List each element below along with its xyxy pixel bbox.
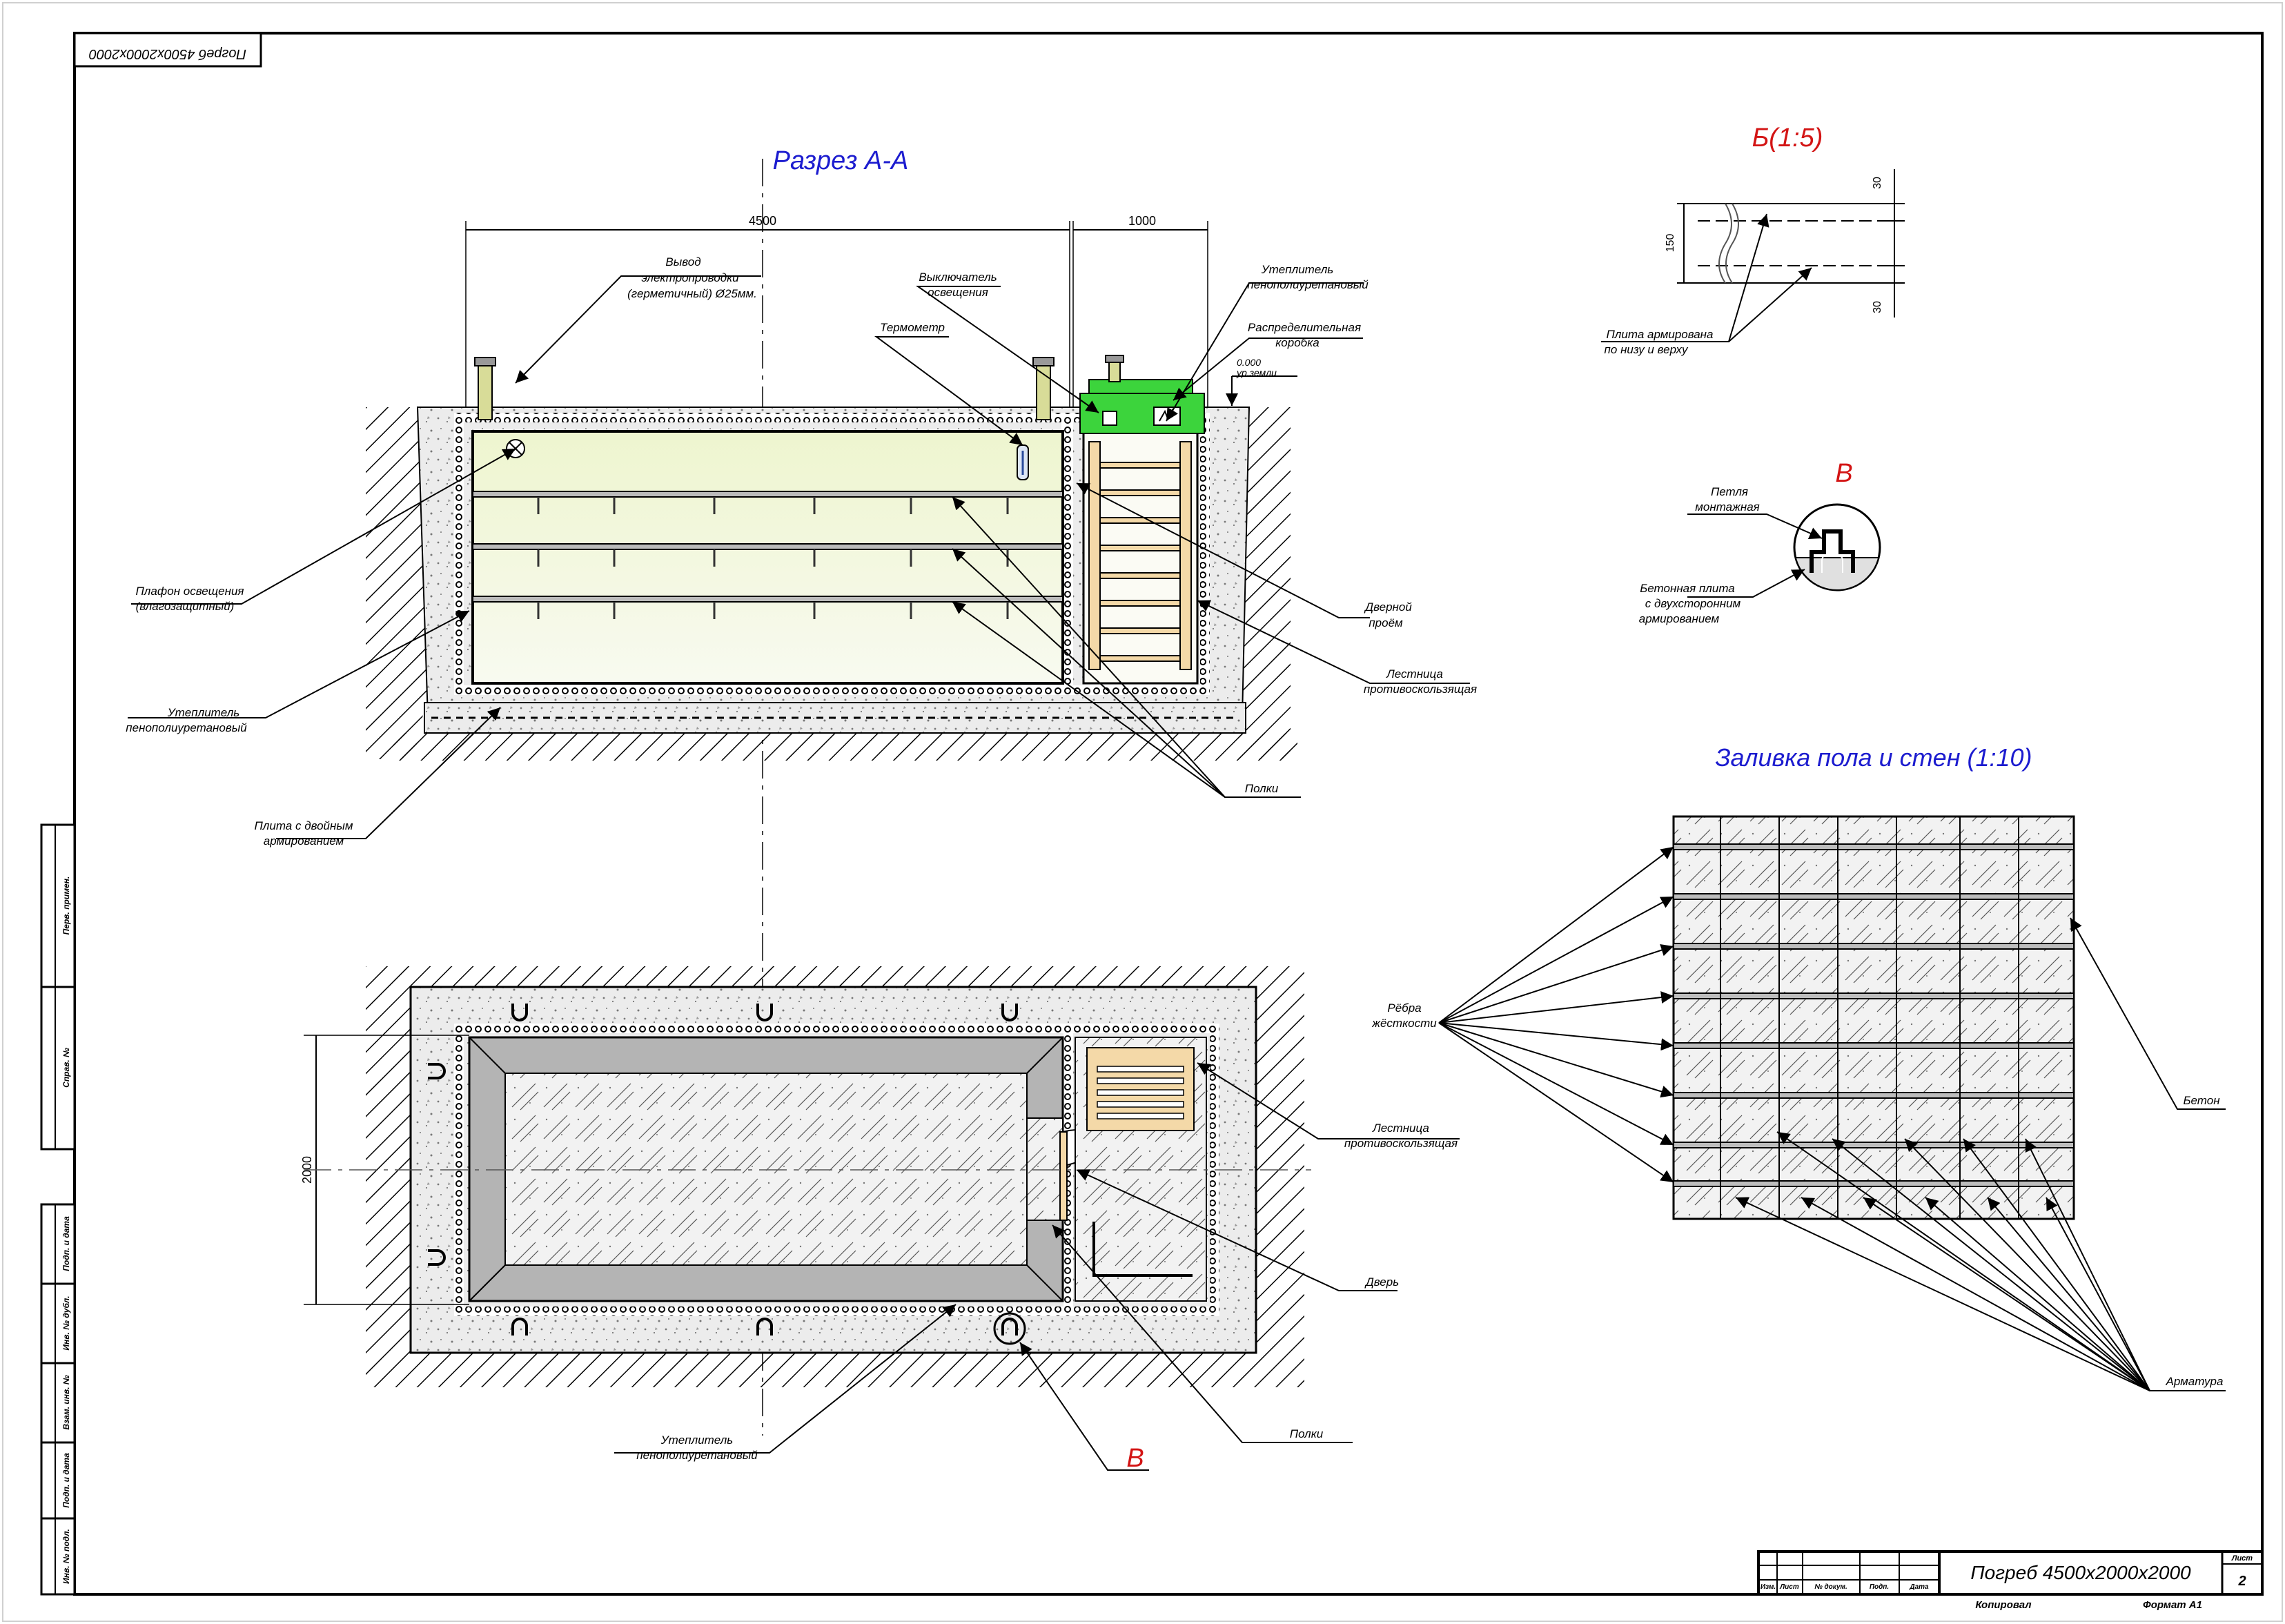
label-switch-2: освещения — [928, 286, 988, 299]
detail-b-label-2: по низу и верху — [1605, 343, 1689, 356]
pour-title: Заливка пола и стен (1:10) — [1715, 743, 2032, 772]
pour-detail: Заливка пола и стен (1:10) — [1371, 743, 2226, 1391]
label-wire-1: Вывод — [665, 255, 700, 268]
section-title: Разрез А-А — [773, 146, 909, 175]
tb-data: Дата — [1909, 1583, 1929, 1591]
tb-sheet-label: Лист — [2231, 1554, 2253, 1563]
callout-circle — [993, 1312, 1026, 1345]
detail-v-loop-1: Петля — [1711, 485, 1748, 498]
label-lamp-2: (влагозащитный) — [136, 600, 235, 613]
section-dimensions: 4500 1000 — [465, 214, 1208, 421]
detail-b-dim-30b: 30 — [1872, 301, 1883, 313]
stamp-podl: Инв. № подл. — [61, 1529, 71, 1584]
label-shelves: Полки — [1245, 782, 1279, 795]
plan-view: 2000 Лестница противоскользящая Дверь По… — [300, 966, 1460, 1473]
label-door-1: Дверной — [1364, 600, 1412, 614]
section-leaders — [128, 275, 1470, 839]
section-earth — [366, 407, 1297, 761]
detail-v-slab-1: Бетонная плита — [1640, 582, 1735, 595]
label-lamp-1: Плафон освещения — [135, 585, 244, 598]
ground-level-value: 0.000 — [1237, 357, 1261, 368]
pour-verticals — [1720, 816, 2019, 1219]
title-block: Изм. Лист № докум. Подп. Дата Погреб 450… — [1757, 1550, 2264, 1611]
label-insul-left-1: Утеплитель — [167, 706, 239, 719]
tb-izm: Изм. — [1761, 1583, 1776, 1591]
label-switch-1: Выключатель — [919, 271, 997, 284]
detail-b: Б(1:5) 30 150 30 Плита армирована по низ… — [1601, 124, 1905, 356]
tb-title: Погреб 4500x2000x2000 — [1970, 1562, 2191, 1583]
label-dist-2: коробка — [1275, 336, 1319, 349]
tb-format: Формат А1 — [2143, 1599, 2202, 1611]
detail-v-loop-2: монтажная — [1695, 500, 1759, 513]
label-insul-left-2: пенополиуретановый — [126, 721, 247, 734]
label-wire-3: (герметичный) Ø25мм. — [627, 287, 757, 300]
tb-sheet-number: 2 — [2237, 1574, 2246, 1589]
plan-label-insul-1: Утеплитель — [660, 1434, 733, 1447]
detail-b-label-1: Плита армирована — [1606, 328, 1713, 341]
stamp-dubl: Инв. № дубл. — [61, 1295, 71, 1350]
thermometer-icon — [1017, 444, 1029, 480]
ground-level-marker: 0.000 ур.земли — [1226, 357, 1297, 406]
stamp-vzam: Взам. инв. № — [61, 1375, 71, 1430]
label-ladder-1: Лестница — [1386, 667, 1443, 681]
label-insul-top-1: Утеплитель — [1261, 263, 1333, 276]
plan-ladder — [1086, 1047, 1195, 1131]
switch-icon — [1102, 411, 1117, 426]
stamp-sprav: Справ. № — [61, 1048, 71, 1088]
plan-floor — [504, 1073, 1028, 1266]
stamp-podp2: Подп. и дата — [61, 1453, 71, 1508]
label-dist-1: Распределительная — [1248, 321, 1361, 334]
label-thermometer: Термометр — [880, 321, 945, 334]
dim-1000: 1000 — [1128, 214, 1156, 228]
section-ladder — [1088, 441, 1192, 670]
entry-shaft — [1082, 430, 1199, 685]
dim-4500: 4500 — [749, 214, 776, 228]
plan-label-ladder-1: Лестница — [1372, 1122, 1429, 1135]
mount-loops — [428, 1004, 1018, 1336]
tb-podp: Подп. — [1870, 1583, 1889, 1591]
label-door-2: проём — [1369, 616, 1403, 629]
cellar-room — [471, 430, 1064, 685]
detail-b-dim-150: 150 — [1665, 234, 1676, 253]
pour-leaders — [1438, 846, 2226, 1391]
pour-label-concrete: Бетон — [2183, 1094, 2220, 1107]
tb-dokum: № докум. — [1814, 1583, 1847, 1591]
plan-label-insul-2: пенополиуретановый — [636, 1449, 758, 1462]
top-stamp-text: Погреб 4500x2000x2000 — [89, 46, 246, 61]
label-slab-1: Плита с двойным — [254, 819, 353, 832]
pour-block — [1672, 815, 2075, 1220]
detail-v-title: В — [1835, 459, 1852, 488]
detail-b-dim-30a: 30 — [1872, 177, 1883, 189]
plan-label-ladder-2: противоскользящая — [1344, 1137, 1458, 1150]
tb-copied: Копировал — [1975, 1599, 2032, 1611]
detail-v-slab-3: армированием — [1639, 612, 1720, 625]
detail-b-title: Б(1:5) — [1752, 124, 1823, 153]
pour-label-rebar: Арматура — [2166, 1375, 2224, 1388]
tb-list: Лист — [1779, 1583, 1799, 1591]
label-insul-top-2: пенополиуретановый — [1247, 278, 1369, 291]
dim-2000: 2000 — [300, 1156, 314, 1184]
shelves — [472, 491, 1063, 619]
stamp-perv: Перв. примен. — [61, 877, 71, 935]
label-wire-2: электропроводки — [641, 271, 739, 284]
ground-level-label: ур.земли — [1236, 367, 1277, 378]
plan-callout-v: В — [1126, 1444, 1144, 1473]
label-ladder-2: противоскользящая — [1364, 683, 1477, 696]
label-slab-2: армированием — [264, 834, 344, 848]
vent-pipes — [474, 355, 1124, 420]
pour-label-ribs-1: Рёбра — [1387, 1001, 1421, 1015]
left-stamp-strip: Перв. примен. Справ. № Подп. и дата Инв.… — [40, 823, 76, 1596]
plan-label-door: Дверь — [1364, 1275, 1399, 1289]
stamp-podp1: Подп. и дата — [61, 1216, 71, 1271]
pour-label-ribs-2: жёсткости — [1371, 1017, 1437, 1030]
top-stamp: Погреб 4500x2000x2000 — [73, 32, 262, 68]
detail-v-slab-2: с двухсторонним — [1645, 597, 1741, 610]
section-a-a: Разрез А-А 4500 1000 — [126, 146, 1477, 848]
plan-leaders — [614, 1062, 1460, 1471]
plan-label-shelves: Полки — [1290, 1427, 1324, 1440]
